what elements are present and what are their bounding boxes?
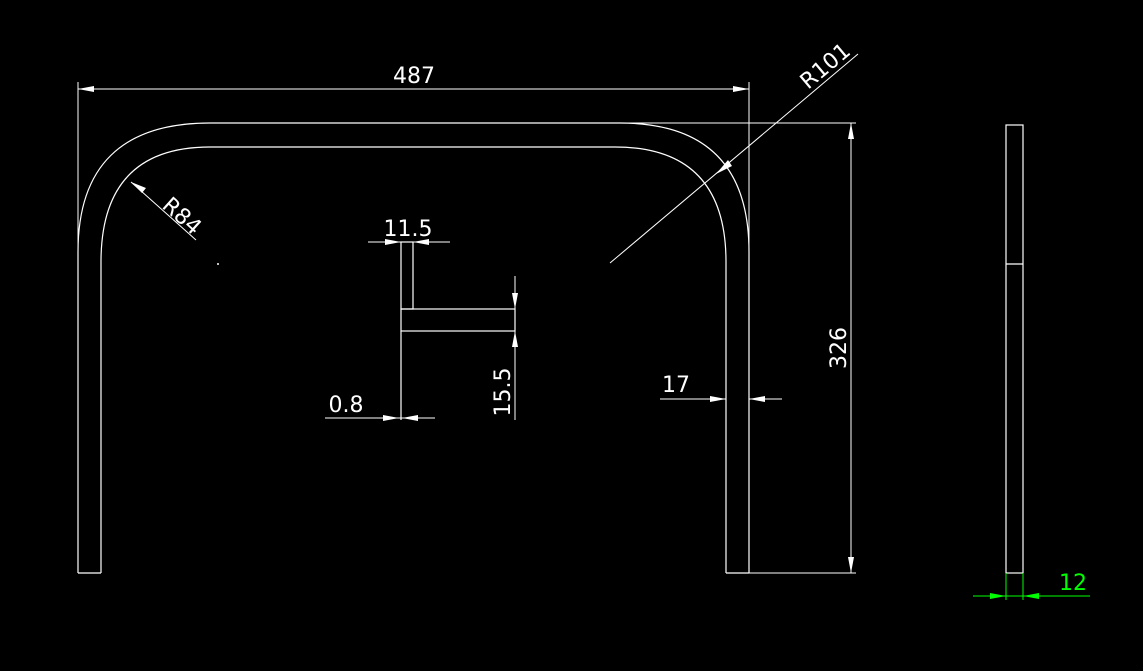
height-arrow-top	[848, 123, 854, 139]
tube-inner-contour	[100, 146, 727, 573]
outer-radius-arrow	[716, 160, 732, 174]
center-mark-left	[217, 263, 219, 265]
side-thickness-arrow-right	[1023, 593, 1039, 599]
tube-width-arrow-right	[749, 396, 765, 402]
inner-radius-label: R84	[157, 193, 206, 241]
width-arrow-right	[733, 86, 749, 92]
profile-horizontal-flange	[400, 308, 516, 332]
profile-width-label: 11.5	[384, 217, 433, 242]
profile-wall-label: 0.8	[329, 393, 364, 418]
profile-height-arrow-top	[512, 293, 518, 309]
profile-wall-arrow-right	[402, 415, 418, 421]
side-thickness-arrow-left	[990, 593, 1006, 599]
profile-wall-arrow-left	[383, 415, 399, 421]
profile-height-label: 15.5	[491, 368, 516, 417]
width-arrow-left	[78, 86, 94, 92]
profile-width-arrow-left	[385, 239, 401, 245]
outer-radius-label: R101	[796, 39, 856, 95]
side-thickness-label: 12	[1059, 571, 1087, 596]
tube-width-label: 17	[662, 373, 690, 398]
tube-width-arrow-left	[710, 396, 726, 402]
height-dimension-label: 326	[827, 327, 852, 369]
tube-outer-contour	[77, 122, 750, 573]
profile-width-arrow-right	[413, 239, 429, 245]
profile-height-arrow-bottom	[512, 331, 518, 347]
inner-radius-arrow	[131, 182, 146, 193]
side-view-strip	[1005, 124, 1024, 574]
profile-vertical-flange	[400, 241, 414, 310]
height-arrow-bottom	[848, 557, 854, 573]
outer-radius-leader	[609, 53, 859, 264]
width-dimension-label: 487	[393, 64, 435, 89]
